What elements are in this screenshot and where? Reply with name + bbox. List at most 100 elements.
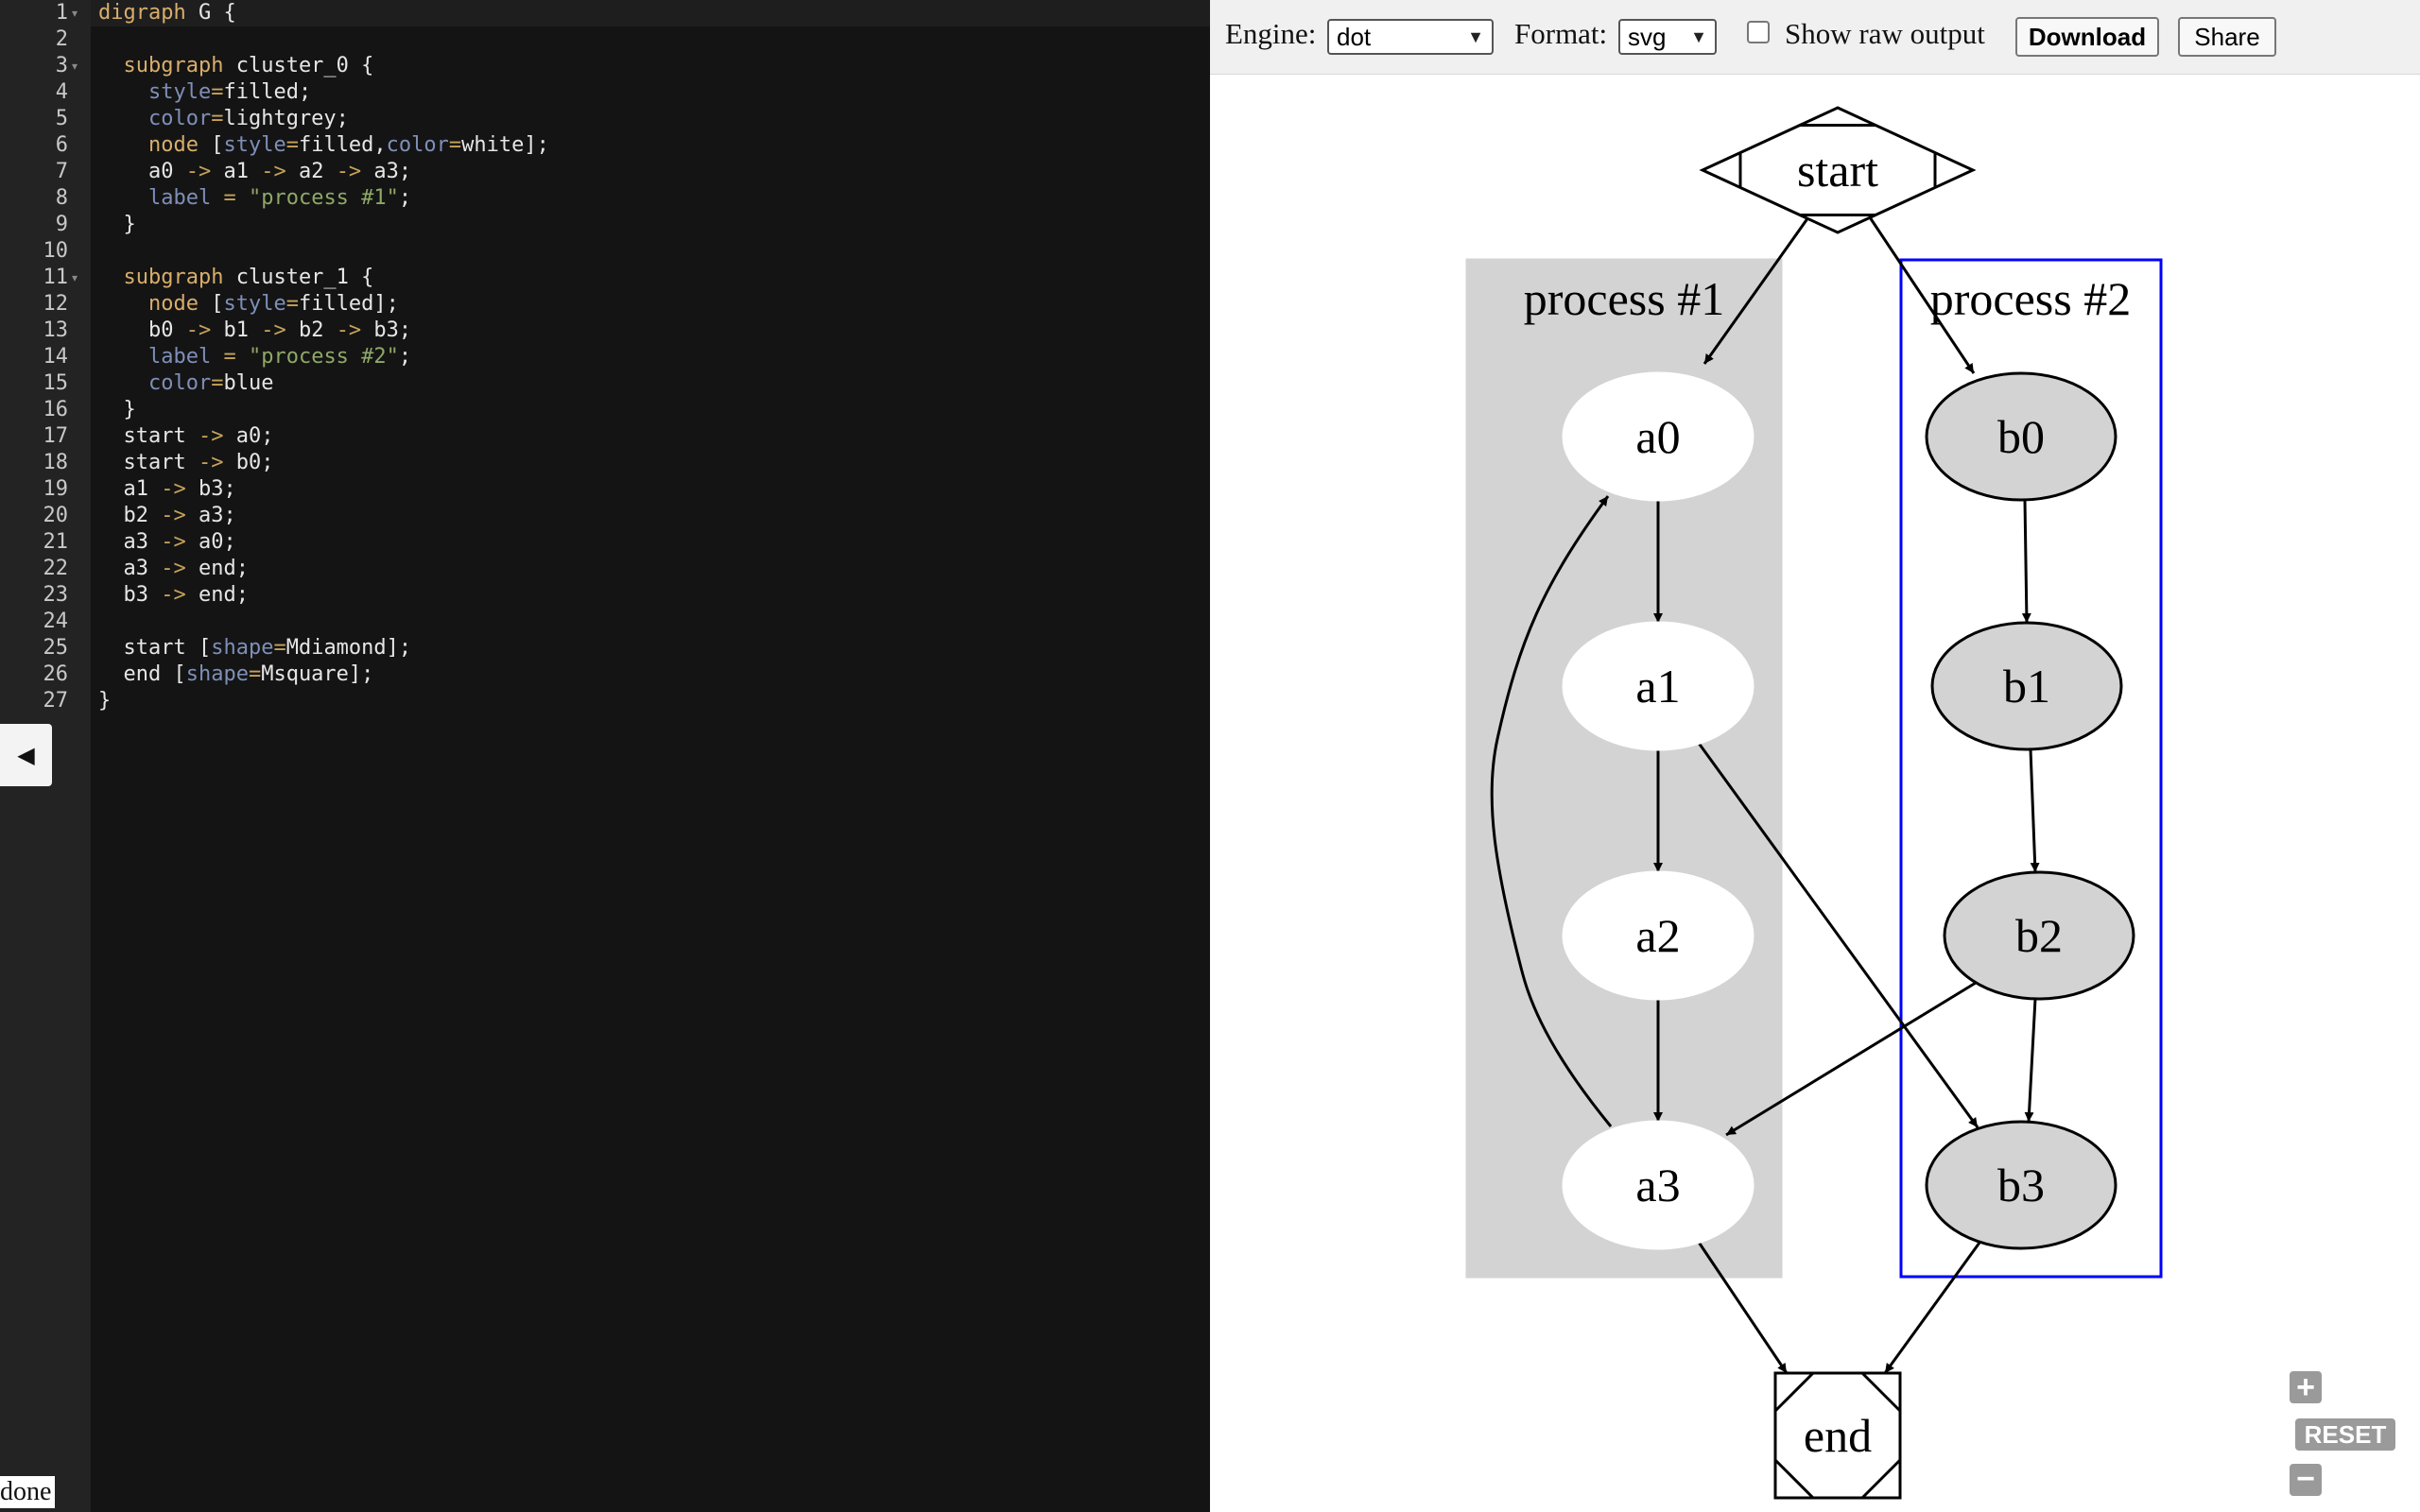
code-line: }: [98, 397, 135, 423]
code-token: [98, 133, 148, 157]
code-token: [211, 186, 223, 210]
code-token: ->: [161, 557, 186, 580]
zoom-out-button[interactable]: −: [2290, 1463, 2322, 1496]
code-line: }: [98, 212, 136, 238]
line-number: 21: [43, 530, 69, 554]
fold-arrow-icon[interactable]: ▾: [72, 7, 78, 20]
code-token: node: [147, 292, 199, 316]
code-line: a0 -> a1 -> a2 -> a3;: [98, 159, 411, 185]
code-token: cluster_1 {: [223, 266, 374, 289]
line-number: 24: [43, 610, 69, 633]
code-token: start: [98, 424, 199, 448]
zoom-reset-button[interactable]: RESET: [2295, 1418, 2395, 1451]
code-token: lightgrey;: [223, 107, 349, 130]
code-token: filled,: [298, 133, 387, 157]
code-token: }: [98, 213, 136, 236]
code-token: "process #2": [248, 345, 399, 369]
code-token: ->: [261, 160, 286, 183]
engine-select[interactable]: dot ▼: [1327, 19, 1494, 55]
code-line: }: [98, 688, 111, 714]
node-end-marks: [1773, 1371, 1902, 1500]
fold-arrow-icon[interactable]: ▾: [72, 60, 78, 73]
node-b3-label: b3: [1997, 1159, 2045, 1211]
code-token: "process #1": [248, 186, 399, 210]
fold-arrow-icon[interactable]: ▾: [72, 271, 78, 284]
triangle-left-icon: ◀: [17, 742, 35, 768]
code-token: end [: [98, 662, 186, 686]
node-b2-shape: [1943, 870, 2135, 1001]
code-token: [98, 80, 148, 104]
node-a1-shape: [1562, 621, 1754, 751]
code-line: subgraph cluster_0 {: [98, 53, 374, 79]
code-token: style: [223, 133, 286, 157]
code-token: a3;: [185, 504, 236, 527]
code-token: b1: [211, 318, 262, 342]
node-b3-shape: [1925, 1120, 2118, 1250]
code-token: label: [147, 186, 212, 210]
node-a3-label: a3: [1635, 1159, 1680, 1211]
code-token: b3: [98, 583, 162, 607]
code-line: b3 -> end;: [98, 582, 248, 609]
code-token: color: [386, 133, 449, 157]
node-a0-label: a0: [1635, 410, 1680, 463]
code-token: [98, 54, 124, 77]
code-token: filled;: [223, 80, 312, 104]
code-token: b2: [98, 504, 162, 527]
code-line: node [style=filled];: [98, 291, 399, 318]
code-token: color: [147, 371, 212, 395]
code-line: a1 -> b3;: [98, 476, 235, 503]
code-token: cluster_0 {: [223, 54, 374, 77]
share-button[interactable]: Share: [2178, 17, 2276, 57]
active-line-highlight: [91, 0, 1210, 26]
code-token: [98, 371, 148, 395]
code-token: subgraph: [123, 266, 224, 289]
code-token: style: [223, 292, 286, 316]
edge-a3-a0: [1490, 495, 1613, 1127]
format-select[interactable]: svg ▼: [1618, 19, 1717, 55]
collapse-editor-button[interactable]: ◀: [0, 724, 52, 786]
node-b1-label: b1: [2003, 660, 2050, 713]
node-b0-label: b0: [1997, 410, 2045, 463]
line-number: 15: [43, 371, 69, 395]
code-line: label = "process #2";: [98, 344, 411, 370]
code-token: start [: [98, 636, 212, 660]
code-token: [98, 292, 148, 316]
code-token: a1: [98, 477, 162, 501]
code-token: b0;: [223, 451, 274, 474]
code-token: a3: [98, 557, 162, 580]
code-line: color=lightgrey;: [98, 106, 349, 132]
node-end-shape: [1773, 1371, 1902, 1500]
code-token: style: [147, 80, 212, 104]
line-number: 23: [43, 583, 69, 607]
cluster_1-label: process #2: [1930, 272, 2131, 325]
code-token: ->: [336, 160, 362, 183]
line-number: 18: [43, 451, 69, 474]
zoom-in-button[interactable]: +: [2290, 1371, 2322, 1403]
code-line: start -> b0;: [98, 450, 273, 476]
code-line: digraph G {: [98, 0, 236, 26]
toolbar: Engine: dot ▼ Format: svg ▼ Show raw out…: [1210, 0, 2420, 75]
code-token: color: [147, 107, 212, 130]
download-button[interactable]: Download: [2015, 17, 2159, 57]
edge-b3-end: [1883, 1242, 1981, 1374]
line-number: 8: [55, 186, 68, 210]
code-token: a3: [98, 530, 162, 554]
code-line: b0 -> b1 -> b2 -> b3;: [98, 318, 411, 344]
line-number: 6: [55, 133, 68, 157]
code-token: ->: [336, 318, 362, 342]
code-token: Mdiamond];: [285, 636, 412, 660]
show-raw-output-label[interactable]: Show raw output: [1785, 17, 1985, 50]
code-token: digraph: [98, 1, 186, 25]
code-token: label: [147, 345, 212, 369]
code-token: filled];: [298, 292, 399, 316]
edge-start-a0: [1703, 216, 1810, 365]
code-token: [: [198, 133, 224, 157]
show-raw-output-checkbox[interactable]: [1747, 21, 1770, 43]
line-number: 13: [43, 318, 69, 342]
edge-start-b0: [1868, 216, 1976, 374]
code-token: =: [211, 107, 224, 130]
node-a0-shape: [1562, 371, 1754, 502]
